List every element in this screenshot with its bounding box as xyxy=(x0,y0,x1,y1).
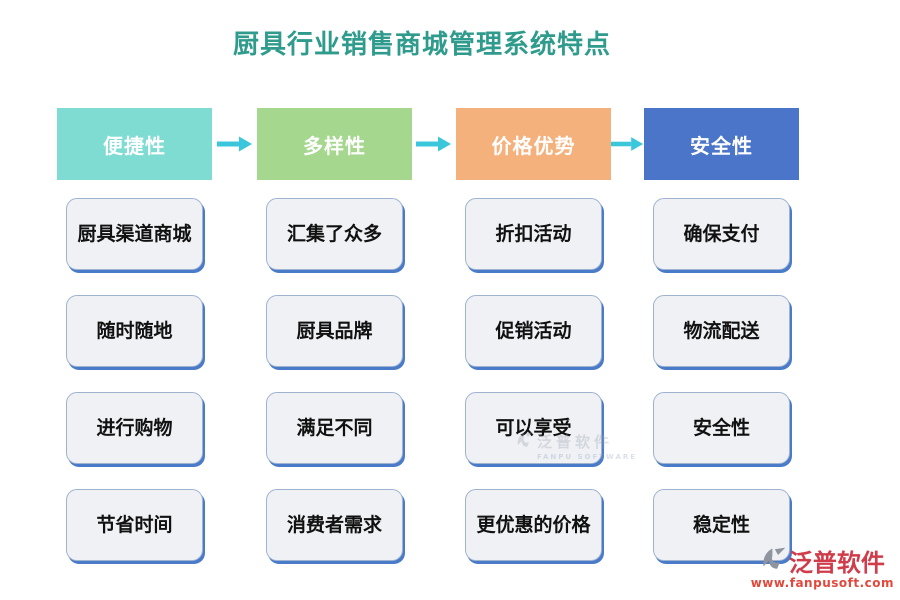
feature-box: 厨具渠道商城 xyxy=(66,198,203,270)
feature-box: 汇集了众多 xyxy=(266,198,403,270)
fanpu-logo: 泛普软件 www.fanpusoft.com xyxy=(751,543,894,590)
column-header-convenience: 便捷性 xyxy=(57,108,212,180)
arrow-right-icon xyxy=(611,108,644,153)
page-title: 厨具行业销售商城管理系统特点 xyxy=(232,30,611,60)
column-price-advantage: 价格优势 折扣活动 促销活动 可以享受 更优惠的价格 xyxy=(456,108,611,561)
column-header-diversity: 多样性 xyxy=(257,108,412,180)
fanpu-logo-icon xyxy=(760,546,788,576)
arrow-right-icon xyxy=(412,108,456,153)
logo-company-name: 泛普软件 xyxy=(788,548,885,577)
feature-box: 可以享受 xyxy=(465,392,602,464)
column-diversity: 多样性 汇集了众多 厨具品牌 满足不同 消费者需求 xyxy=(257,108,412,561)
feature-box: 节省时间 xyxy=(66,489,203,561)
feature-box: 厨具品牌 xyxy=(266,295,403,367)
feature-box: 随时随地 xyxy=(66,295,203,367)
column-header-security: 安全性 xyxy=(644,108,799,180)
feature-box: 物流配送 xyxy=(653,295,790,367)
arrow-right-icon xyxy=(212,108,257,153)
feature-box: 安全性 xyxy=(653,392,790,464)
column-security: 安全性 确保支付 物流配送 安全性 稳定性 xyxy=(644,108,799,561)
feature-diagram: 便捷性 厨具渠道商城 随时随地 进行购物 节省时间 多样性 汇集了众多 厨具品牌… xyxy=(57,108,799,561)
feature-box: 消费者需求 xyxy=(266,489,403,561)
feature-box: 促销活动 xyxy=(465,295,602,367)
feature-box: 确保支付 xyxy=(653,198,790,270)
feature-box: 进行购物 xyxy=(66,392,203,464)
logo-website-url: www.fanpusoft.com xyxy=(750,576,894,590)
column-convenience: 便捷性 厨具渠道商城 随时随地 进行购物 节省时间 xyxy=(57,108,212,561)
feature-box: 满足不同 xyxy=(266,392,403,464)
feature-box: 更优惠的价格 xyxy=(465,489,602,561)
feature-box: 折扣活动 xyxy=(465,198,602,270)
column-header-price-advantage: 价格优势 xyxy=(456,108,611,180)
feature-box: 稳定性 xyxy=(653,489,790,561)
